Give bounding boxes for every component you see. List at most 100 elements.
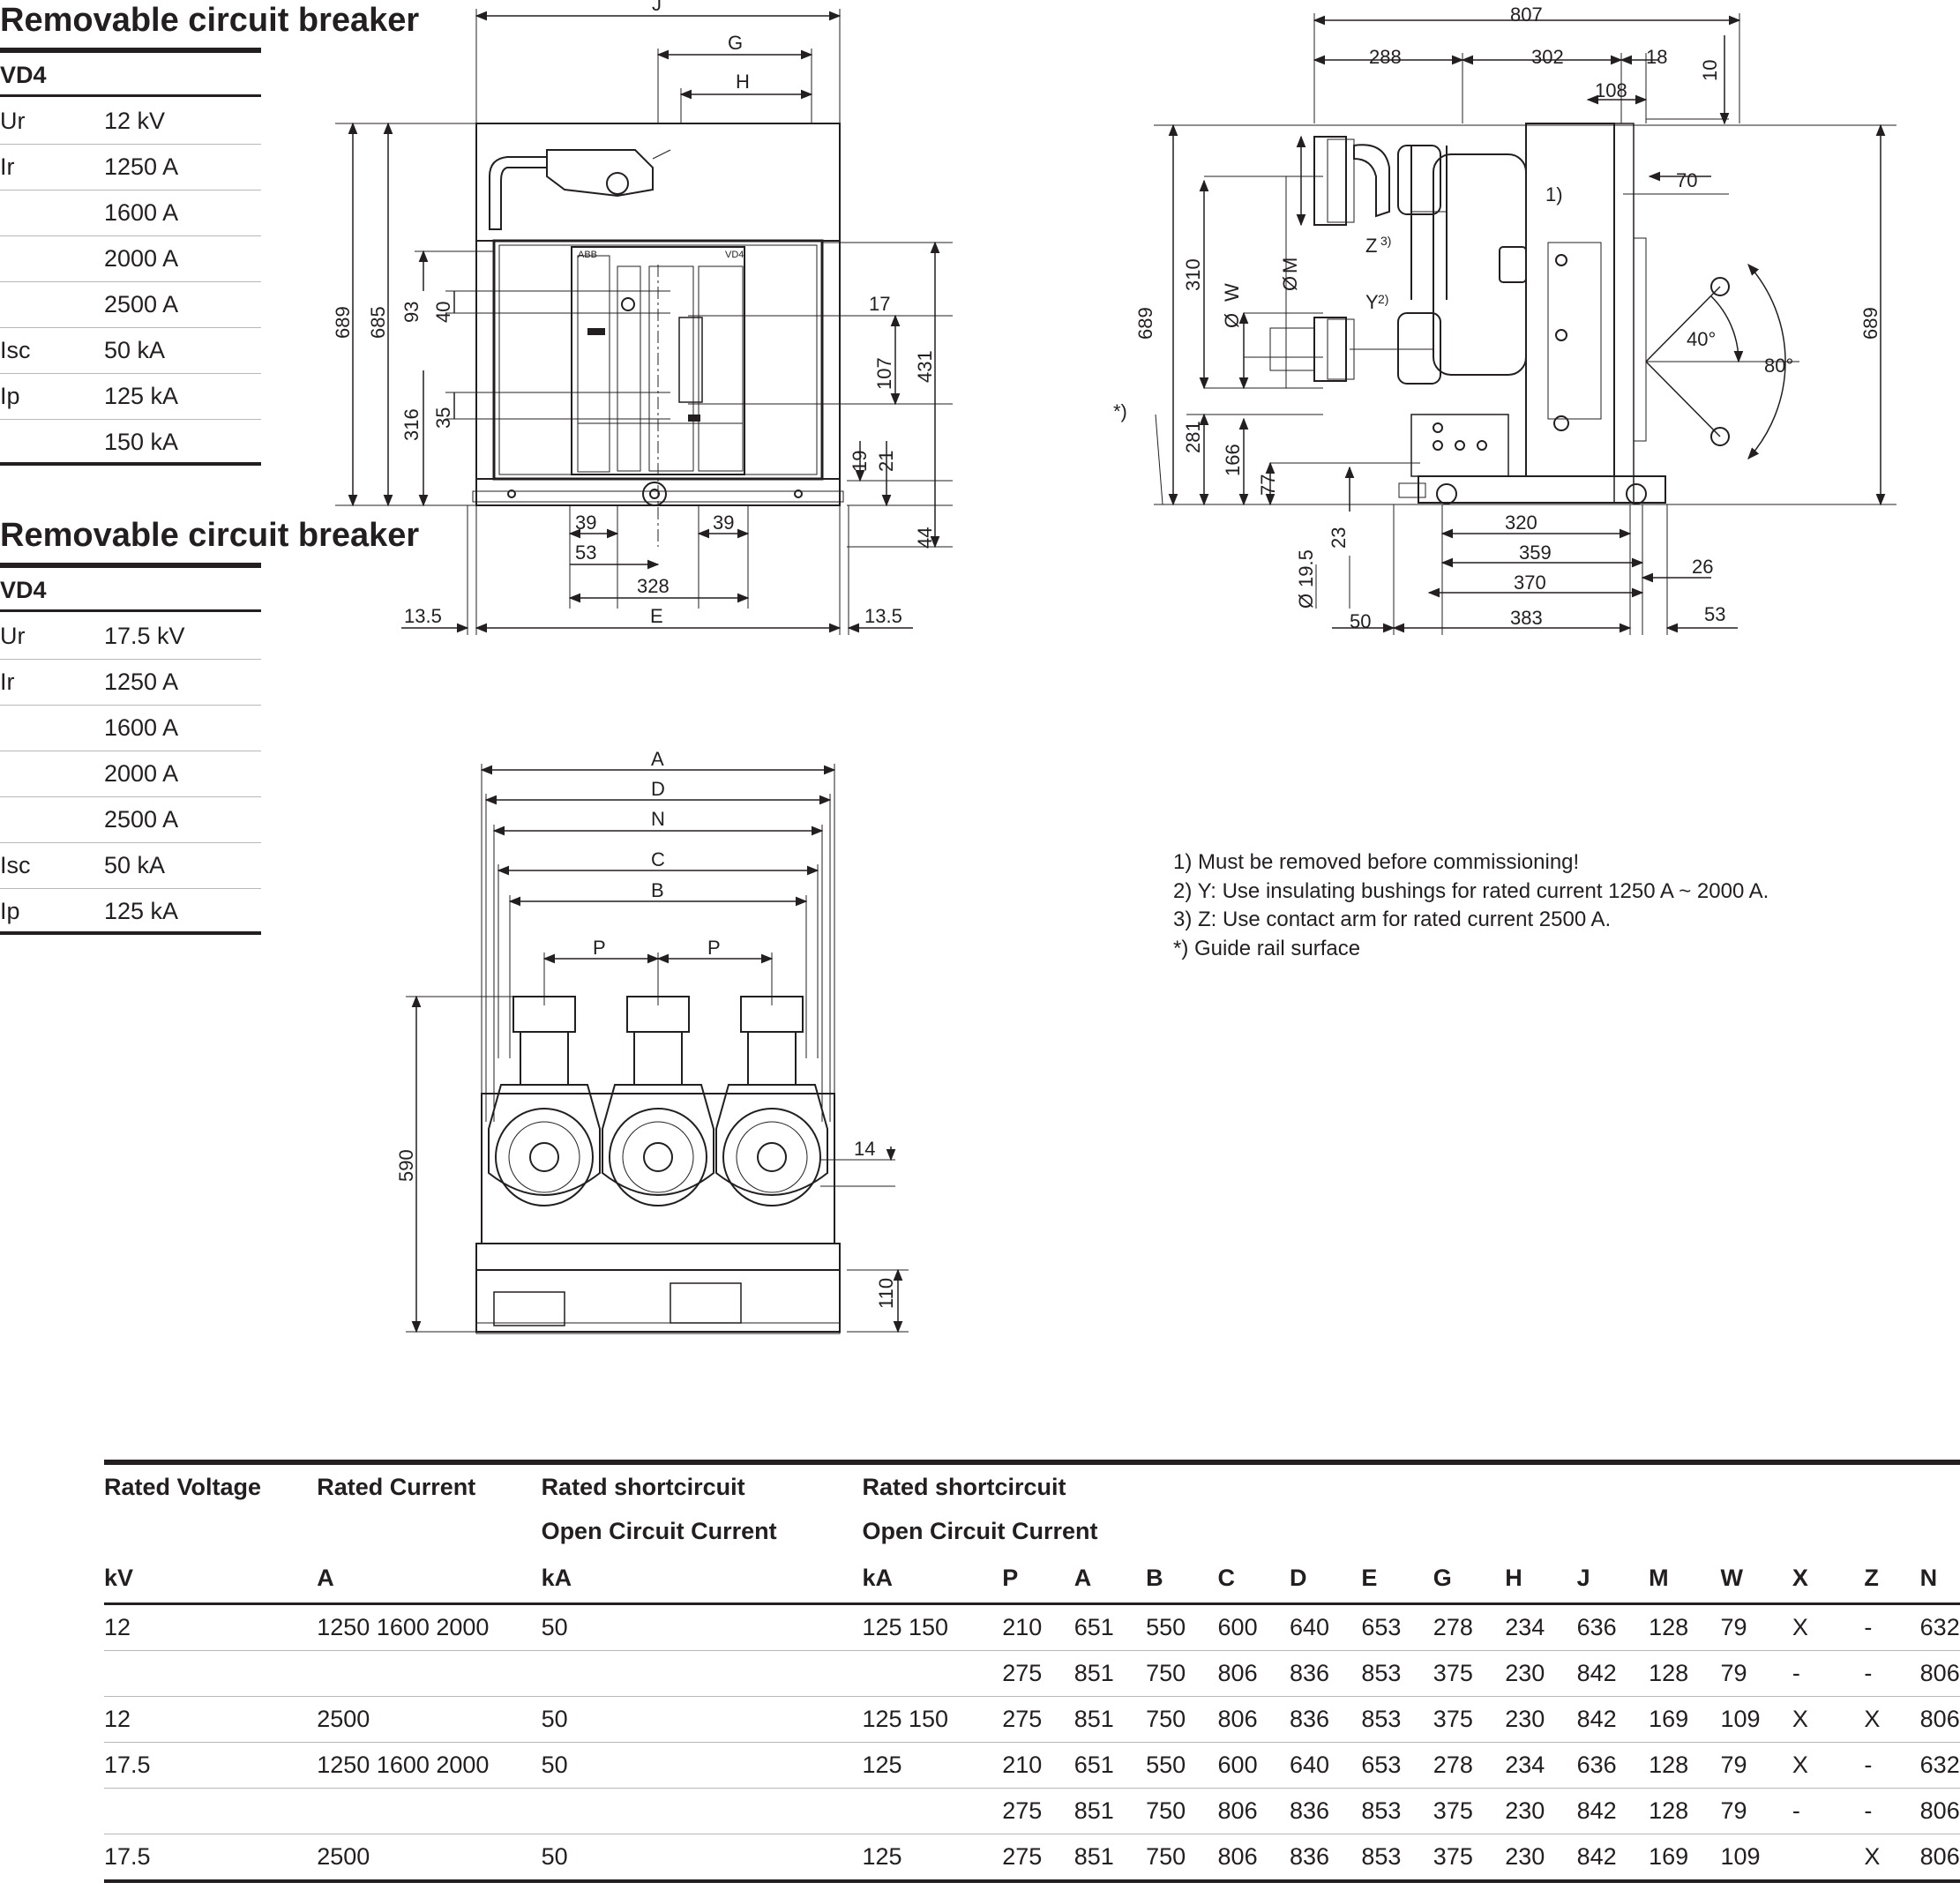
spec-model: VD4 [0, 563, 261, 612]
dim-label: P [707, 937, 721, 959]
spec-key: Isc [0, 337, 31, 363]
dim-label: 807 [1510, 4, 1543, 26]
dim-label: 110 [875, 1278, 897, 1309]
front-badge-right: VD4 [725, 250, 744, 260]
unit-header: E [1361, 1553, 1433, 1605]
table-cell [104, 1788, 318, 1834]
table-cell: 79 [1720, 1603, 1792, 1651]
dim-label: 689 [1859, 307, 1881, 340]
diameter-symbol: Ø [1295, 594, 1317, 609]
spec-key: Ip [0, 383, 20, 409]
table-cell: 375 [1433, 1696, 1506, 1743]
table-cell: 234 [1505, 1742, 1577, 1789]
table-cell: - [1792, 1788, 1865, 1834]
table-cell: 125 [862, 1742, 1003, 1789]
spec-row: 2000 A [0, 236, 261, 282]
spec-value: 125 kA [104, 898, 179, 924]
spec-value: 1250 A [104, 153, 179, 180]
unit-header: P [1002, 1553, 1074, 1605]
unit-header: N [1919, 1553, 1960, 1605]
table-cell [317, 1788, 542, 1834]
table-cell [541, 1788, 863, 1834]
unit-header: A [317, 1553, 542, 1605]
table-cell: 750 [1146, 1650, 1218, 1697]
table-cell: 125 150 [862, 1603, 1003, 1651]
dim-label: 18 [1646, 46, 1667, 68]
table-cell: 50 [541, 1834, 863, 1883]
dim-label: 310 [1182, 258, 1204, 291]
table-cell: 2500 [317, 1696, 542, 1743]
dim-label: 17 [869, 293, 890, 315]
technical-drawings: ABB VD4 J G H 689 685 93 40 17 107 431 3… [332, 0, 1896, 1334]
table-cell: - [1864, 1742, 1920, 1789]
spec-value: 17.5 kV [104, 623, 185, 649]
spec-row: 2500 A [0, 797, 261, 843]
table-cell: 853 [1361, 1834, 1433, 1883]
dimension-table: Rated Voltage Rated Current Rated shortc… [104, 1460, 1960, 1883]
spec-value: 150 kA [104, 429, 179, 455]
spec-row: Ir 1250 A [0, 145, 261, 190]
table-cell: 278 [1433, 1742, 1506, 1789]
dim-label: J [652, 0, 662, 15]
table-cell: 17.5 [104, 1834, 318, 1883]
column-header [104, 1509, 317, 1553]
spec-row: 2000 A [0, 751, 261, 797]
spec-value: 1250 A [104, 669, 179, 695]
spec-row: 1600 A [0, 190, 261, 236]
table-cell: X [1864, 1696, 1920, 1743]
spec-value: 1600 A [104, 714, 179, 741]
dim-label: 50 [1350, 610, 1371, 632]
column-header: Open Circuit Current [862, 1517, 1098, 1544]
dim-label: 689 [1134, 307, 1156, 340]
table-cell: 842 [1576, 1650, 1650, 1697]
dim-label: 1) [1545, 183, 1563, 205]
spec-key: Ur [0, 108, 26, 134]
dim-label: 316 [400, 408, 423, 441]
diameter-symbol: Ø [1279, 276, 1301, 291]
table-cell: 1250 1600 2000 [317, 1742, 542, 1789]
spec-row: 150 kA [0, 420, 261, 466]
spec-key: Isc [0, 852, 31, 878]
spec-value: 2000 A [104, 760, 179, 787]
dim-label: 431 [914, 350, 936, 383]
table-cell: 836 [1289, 1834, 1362, 1883]
table-cell: X [1792, 1742, 1865, 1789]
table-cell: 836 [1289, 1696, 1362, 1743]
table-cell: 640 [1289, 1742, 1362, 1789]
table-cell: 50 [541, 1696, 863, 1743]
table-cell: 275 [1002, 1650, 1074, 1697]
table-cell: 210 [1002, 1603, 1074, 1651]
table-cell: 375 [1433, 1834, 1506, 1883]
dim-label: 281 [1182, 421, 1204, 453]
spec-value: 1600 A [104, 199, 179, 226]
table-cell: 79 [1720, 1742, 1792, 1789]
table-cell: 806 [1919, 1834, 1960, 1883]
side-view-labels: 807 288 302 18 10 108 70 1) Z 3) M Ø 310… [1113, 4, 1881, 632]
unit-header: D [1289, 1553, 1362, 1605]
table-cell: 550 [1146, 1603, 1218, 1651]
table-cell: 17.5 [104, 1742, 318, 1789]
table-cell: 79 [1720, 1788, 1792, 1834]
table-cell: 230 [1505, 1696, 1577, 1743]
dim-label: P [593, 937, 606, 959]
table-cell: X [1792, 1696, 1865, 1743]
unit-header: A [1074, 1553, 1147, 1605]
footnotes: 1) Must be removed before commissioning!… [1173, 848, 1769, 963]
dim-label: Z [1365, 235, 1377, 257]
spec-key: Ir [0, 153, 15, 180]
dim-label: 3) [1380, 234, 1391, 248]
table-cell: 636 [1576, 1742, 1650, 1789]
table-cell: - [1864, 1650, 1920, 1697]
table-cell: 128 [1649, 1788, 1721, 1834]
spec-value: 2000 A [104, 245, 179, 272]
table-cell: 79 [1720, 1650, 1792, 1697]
table-cell: 806 [1919, 1788, 1960, 1834]
table-cell: 600 [1217, 1742, 1290, 1789]
table-cell: 651 [1074, 1742, 1147, 1789]
table-cell: 851 [1074, 1650, 1147, 1697]
